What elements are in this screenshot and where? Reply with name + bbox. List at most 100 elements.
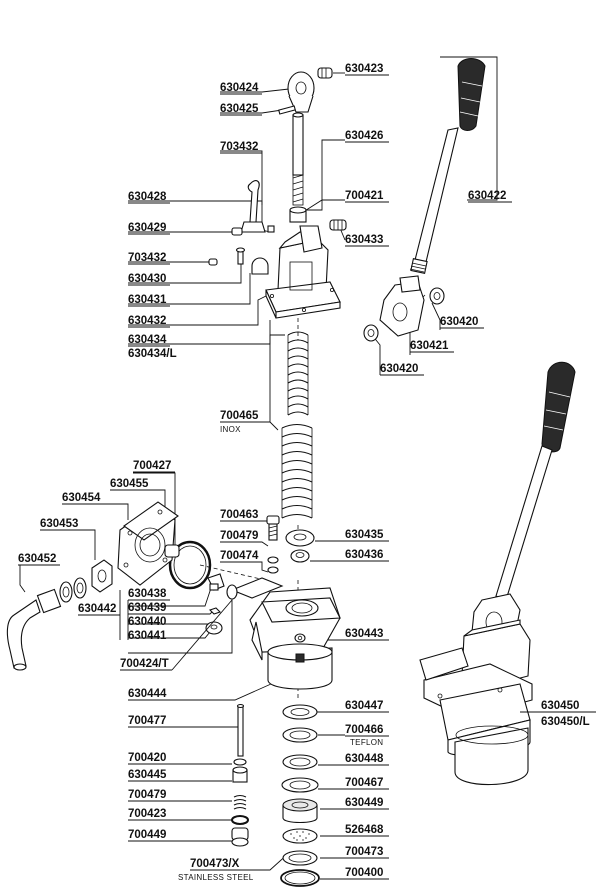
sublabel-stainless: STAINLESS STEEL bbox=[178, 873, 254, 882]
part-630422-handle bbox=[409, 58, 486, 274]
label-700420: 700420 bbox=[128, 752, 166, 764]
part-630438-elbow bbox=[207, 573, 225, 591]
part-703432-screw bbox=[235, 247, 246, 265]
part-700424T-hinge bbox=[226, 577, 284, 600]
sublabel-inox: INOX bbox=[220, 425, 241, 434]
label-630430: 630430 bbox=[128, 273, 166, 285]
sublabel-teflon: TEFLON bbox=[350, 738, 383, 747]
label-703432-top: 703432 bbox=[220, 141, 258, 153]
label-630453: 630453 bbox=[40, 518, 78, 530]
label-630420-a: 630420 bbox=[440, 316, 478, 328]
part-630449-valve-seat bbox=[282, 798, 318, 824]
part-630420-bushing-b bbox=[363, 324, 379, 342]
part-630423-screw bbox=[317, 67, 333, 79]
label-700463: 700463 bbox=[220, 509, 258, 521]
part-630452-pipe bbox=[6, 577, 87, 671]
label-700427: 700427 bbox=[133, 460, 171, 472]
label-700479-top: 700479 bbox=[220, 530, 258, 542]
label-630447: 630447 bbox=[345, 700, 383, 712]
label-630424: 630424 bbox=[220, 82, 259, 94]
part-630444-main-body bbox=[249, 587, 341, 690]
label-630443: 630443 bbox=[345, 628, 383, 640]
label-630450L: 630450/L bbox=[541, 716, 590, 728]
part-630421-fork bbox=[379, 275, 425, 337]
label-630434L: 630434/L bbox=[128, 348, 177, 360]
label-630434: 630434 bbox=[128, 334, 167, 346]
assembled-pump-630450 bbox=[419, 361, 576, 786]
label-700479-bottom: 700479 bbox=[128, 789, 166, 801]
label-630455: 630455 bbox=[110, 478, 149, 490]
label-700400: 700400 bbox=[345, 867, 383, 879]
part-700465-springs bbox=[281, 331, 313, 519]
part-630431-knob bbox=[251, 257, 269, 275]
label-630423: 630423 bbox=[345, 63, 383, 75]
label-700466: 700466 bbox=[345, 724, 383, 736]
part-630435-ring bbox=[285, 529, 315, 547]
part-630445-sleeve bbox=[232, 766, 248, 783]
part-630425-pin bbox=[278, 105, 296, 115]
label-700421: 700421 bbox=[345, 190, 384, 202]
part-630430-pin bbox=[208, 258, 218, 266]
label-630428: 630428 bbox=[128, 191, 167, 203]
part-700477-rod bbox=[236, 703, 245, 757]
part-labels: 630423 630424 630425 630426 703432 63042… bbox=[18, 63, 596, 882]
part-630448-ring bbox=[282, 754, 318, 770]
label-630429: 630429 bbox=[128, 222, 166, 234]
label-630441: 630441 bbox=[128, 630, 167, 642]
part-700479-spring bbox=[233, 794, 247, 810]
part-700423-oring bbox=[231, 815, 249, 825]
label-630436: 630436 bbox=[345, 549, 383, 561]
part-700466-seal bbox=[282, 727, 318, 743]
label-700467: 700467 bbox=[345, 777, 383, 789]
label-630425: 630425 bbox=[220, 103, 259, 115]
label-630445: 630445 bbox=[128, 769, 167, 781]
part-630424-cap bbox=[287, 71, 315, 113]
label-700423: 700423 bbox=[128, 808, 166, 820]
part-630454-flange bbox=[117, 501, 180, 586]
label-630452: 630452 bbox=[18, 553, 56, 565]
label-630450: 630450 bbox=[541, 700, 579, 712]
label-630444: 630444 bbox=[128, 688, 167, 700]
label-630454: 630454 bbox=[62, 492, 101, 504]
label-630421: 630421 bbox=[410, 340, 449, 352]
part-700400-ring bbox=[280, 869, 320, 887]
label-700473: 700473 bbox=[345, 846, 383, 858]
label-700473X: 700473/X bbox=[190, 858, 240, 870]
part-630429-screw bbox=[231, 227, 243, 236]
label-700465: 700465 bbox=[220, 410, 259, 422]
label-630435: 630435 bbox=[345, 529, 384, 541]
part-526468-filter bbox=[282, 828, 318, 844]
label-630433: 630433 bbox=[345, 234, 383, 246]
label-630422: 630422 bbox=[468, 190, 506, 202]
label-526468: 526468 bbox=[345, 824, 384, 836]
label-703432-bottom: 703432 bbox=[128, 252, 166, 264]
part-630426-rod bbox=[292, 112, 304, 206]
label-630438: 630438 bbox=[128, 588, 167, 600]
part-700463-screw bbox=[266, 515, 280, 541]
label-630439: 630439 bbox=[128, 602, 166, 614]
label-630432: 630432 bbox=[128, 315, 166, 327]
part-700427-gasket bbox=[168, 540, 212, 590]
part-700473-washer bbox=[282, 850, 318, 866]
part-630433-bolt bbox=[329, 219, 347, 231]
label-630426: 630426 bbox=[345, 130, 383, 142]
label-630448: 630448 bbox=[345, 753, 384, 765]
label-630449: 630449 bbox=[345, 797, 383, 809]
label-630420-b: 630420 bbox=[380, 363, 418, 375]
label-700449: 700449 bbox=[128, 829, 166, 841]
label-700477: 700477 bbox=[128, 715, 166, 727]
part-700474-washer bbox=[267, 556, 279, 574]
part-700420-washer bbox=[233, 758, 247, 766]
part-630420-bushing-a bbox=[429, 287, 445, 305]
part-630447-ring bbox=[282, 704, 318, 720]
label-630442: 630442 bbox=[78, 603, 116, 615]
part-700467-ring bbox=[281, 777, 319, 793]
label-630431: 630431 bbox=[128, 294, 167, 306]
part-700449-valve bbox=[231, 827, 249, 847]
part-700421-nut bbox=[289, 206, 307, 223]
part-630453-nut bbox=[91, 559, 113, 593]
part-630440-nut bbox=[208, 607, 222, 615]
label-630440: 630440 bbox=[128, 616, 166, 628]
part-630434-top-housing bbox=[265, 225, 341, 319]
